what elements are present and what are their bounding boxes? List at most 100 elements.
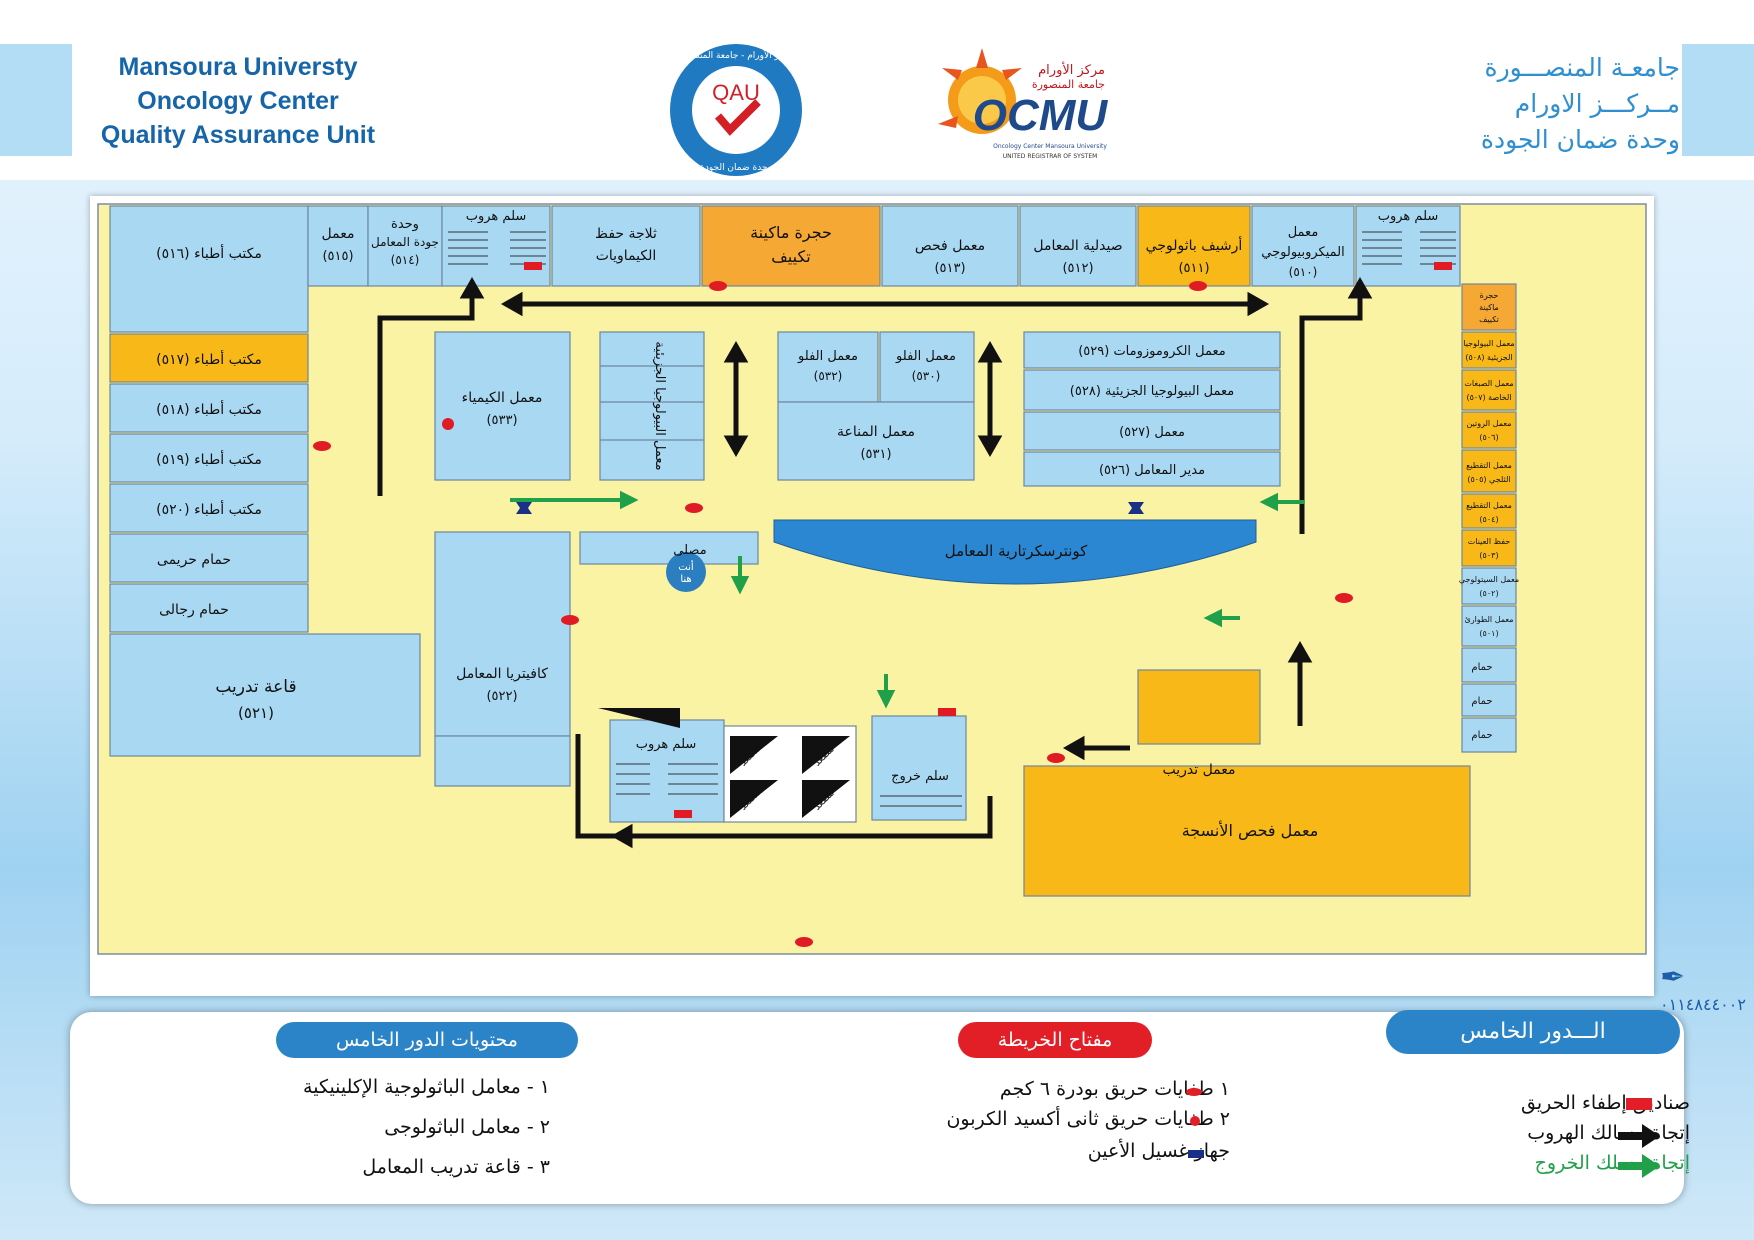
label-528: معمل البيولوجيا الجزيئية (٥٢٨) (1070, 384, 1234, 399)
ocmu-logo-text: OCMU (973, 91, 1109, 140)
cafe-store (434, 735, 571, 787)
eyewash-icon (1188, 1150, 1204, 1158)
ocmu-ar-sub: جامعة المنصورة (1032, 78, 1105, 91)
label-503b: (٥٠٣) (1479, 551, 1498, 560)
training-lab (1137, 669, 1261, 745)
escape-arrow-icon (1618, 1124, 1660, 1148)
label-514a: وحدة (391, 217, 419, 232)
label-wc3: حمام (1471, 730, 1492, 741)
room-506 (1461, 411, 1517, 449)
header-ar-line: وحدة ضمان الجودة (1480, 125, 1680, 154)
contents-item: ١ - معامل الباثولوجية الإكلينيكية (303, 1076, 550, 1098)
label-chem-b: الكيماويات (596, 248, 657, 264)
extinguisher-icon (709, 281, 727, 291)
room-526 (1023, 451, 1281, 487)
elevator-icon (802, 780, 850, 818)
fire-extinguishers (313, 262, 1452, 947)
label-ac-a: حجرة ماكينة (750, 223, 832, 243)
room-531 (777, 401, 975, 481)
room-529 (1023, 331, 1281, 369)
room-517 (109, 333, 309, 383)
room-530 (879, 331, 975, 403)
extinguisher-icon (313, 441, 331, 451)
extinguisher-icon (1189, 281, 1207, 291)
wc-women (109, 533, 309, 583)
exit-stair (871, 715, 967, 821)
label-502b: (٥٠٢) (1479, 589, 1498, 598)
room-520 (109, 483, 309, 533)
key-title: مفتاح الخريطة (958, 1022, 1152, 1058)
label-wc-women: حمام حريمى (157, 552, 231, 568)
label-521a: قاعة تدريب (215, 677, 296, 697)
label-counter: كونترسكرتارية المعامل (945, 542, 1088, 560)
header-english: Mansoura Universty Oncology Center Quali… (78, 50, 398, 152)
label-stair1: سلم هروب (466, 209, 527, 224)
label-molbio-vertical: معمل البيولوجيا الجزيئية (652, 341, 667, 470)
signature-mark: ✒ ٠١١٤٨٤٤٠٠٢ (1660, 960, 1746, 1014)
label-cafe-a: كافيتريا المعامل (456, 666, 548, 682)
label-507b: الخاصة (٥٠٧) (1466, 393, 1511, 402)
header-accent-left (0, 44, 72, 156)
label-508b: الجزيئية (٥٠٨) (1465, 353, 1512, 362)
room-511 (1137, 205, 1251, 287)
label-ac2-c: تكييف (1479, 315, 1499, 324)
extinguisher-icon (1335, 593, 1353, 603)
room-521 (109, 633, 421, 757)
label-wc1: حمام (1471, 662, 1492, 673)
room-512 (1019, 205, 1137, 287)
stair-3 (609, 719, 725, 823)
label-511a: أرشيف باثولوجي (1146, 236, 1243, 254)
signature-number: ٠١١٤٨٤٤٠٠٢ (1660, 995, 1746, 1014)
label-504b: (٥٠٤) (1479, 515, 1498, 524)
fire-box-icon (1434, 262, 1452, 270)
label-510a: معمل (1288, 225, 1319, 240)
label-516: مكتب أطباء (٥١٦) (156, 244, 262, 262)
prayer-room (579, 531, 759, 565)
contents-item: ٣ - قاعة تدريب المعامل (362, 1156, 550, 1178)
room-513 (881, 205, 1019, 287)
label-512a: صيدلية المعامل (1033, 238, 1122, 254)
escape-route-arrows (377, 276, 1373, 849)
label-515b: (٥١٥) (322, 249, 353, 264)
label-532b: (٥٣٢) (814, 369, 843, 383)
label-531b: (٥٣١) (860, 447, 891, 462)
room-502 (1461, 567, 1517, 605)
label-tissue-lab: معمل فحص الأنسجة (1182, 820, 1319, 841)
key-item-co2: ٢ طفايات حريق ثانى أكسيد الكربون (946, 1108, 1230, 1130)
label-527: معمل (٥٢٧) (1119, 425, 1185, 440)
label-506b: (٥٠٦) (1479, 433, 1498, 442)
elevator-icon (730, 780, 778, 818)
wc-1 (1461, 647, 1517, 683)
secretary-counter (773, 519, 1257, 585)
rooms-layer (109, 205, 1517, 897)
room-507 (1461, 369, 1517, 411)
contents-title: محتويات الدور الخامس (276, 1022, 578, 1058)
label-515a: معمل (322, 226, 355, 242)
qau-ring-bottom: وحدة ضمان الجودة (700, 163, 772, 173)
label-cafe-b: (٥٢٢) (486, 689, 517, 704)
extinguisher-icon (795, 937, 813, 947)
header-accent-right (1682, 44, 1754, 156)
ac-room-2 (1461, 283, 1517, 331)
tissue-lab (1023, 765, 1471, 897)
room-labels: مكتب أطباء (٥١٦) معمل (٥١٥) وحدة جودة ال… (156, 209, 1519, 841)
header-ar-line: جامعـة المنصـــورة (1484, 53, 1681, 82)
extinguisher-icon (1186, 1088, 1202, 1096)
label-ac2-b: ماكينة (1479, 303, 1499, 312)
floor-title: الـــدور الخامس (1386, 1010, 1680, 1054)
exit-route-arrows (510, 490, 1304, 709)
extinguisher-icon (685, 503, 703, 513)
label-510b: الميكروبيولوجي (1261, 245, 1344, 260)
ocmu-logo: مركز الأورام جامعة المنصورة OCMU Oncolog… (930, 28, 1130, 178)
label-505a: معمل التقطيع (1466, 461, 1512, 470)
label-ac-b: تكييف (771, 247, 811, 266)
wc-3 (1461, 717, 1517, 753)
label-prayer: مصلى (673, 543, 706, 558)
room-533 (434, 331, 571, 481)
label-502a: معمل السيتولوجي (1459, 575, 1519, 584)
room-527 (1023, 411, 1281, 451)
label-506a: معمل الروتين (1466, 419, 1511, 428)
header-en-line: Mansoura Universty (118, 53, 358, 81)
label-chem-a: ثلاجة حفظ (595, 226, 657, 242)
label-ac2-a: حجرة (1480, 291, 1499, 300)
